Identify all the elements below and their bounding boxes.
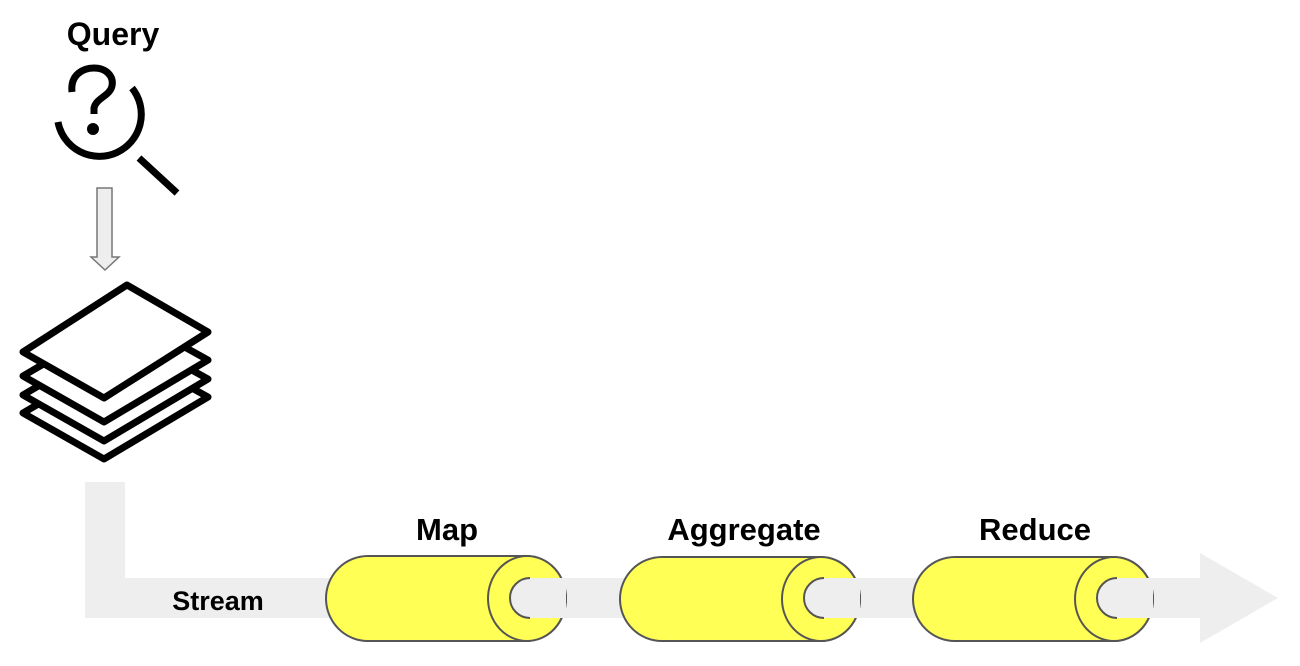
stage-label: Map [416,512,478,547]
stage-label: Reduce [979,512,1091,547]
stage-aggregate: Aggregate [619,512,861,642]
stage-reduce: Reduce [912,512,1154,642]
stage-label: Aggregate [667,512,820,547]
stream-label: Stream [172,586,264,616]
query-label: Query [67,16,160,52]
stage-map: Map [325,512,567,642]
arrow-right-icon [1200,553,1278,643]
arrow-down-icon [89,187,121,272]
query-search-icon [54,64,180,196]
document-stack-icon [19,281,212,463]
stream-band [85,482,340,618]
